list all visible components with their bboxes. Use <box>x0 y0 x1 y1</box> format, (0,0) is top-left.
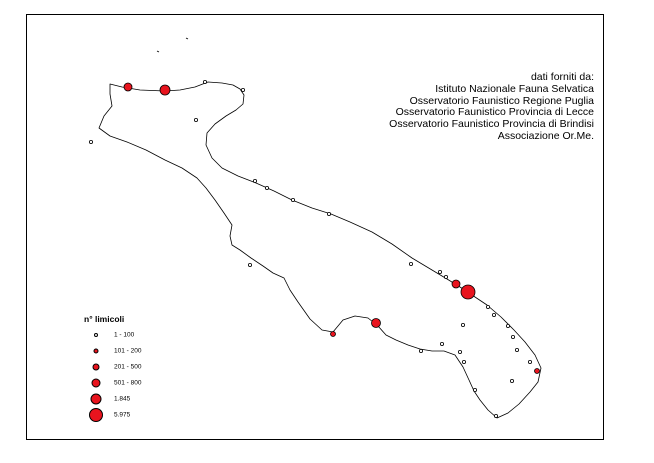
credits-heading: dati forniti da: <box>530 71 594 83</box>
survey-point <box>510 334 515 339</box>
survey-point <box>505 323 510 328</box>
survey-point <box>515 347 520 352</box>
survey-point <box>290 197 295 202</box>
survey-point-5975 <box>460 284 476 300</box>
survey-point <box>461 359 466 364</box>
legend-row: 201 - 500 <box>84 359 141 375</box>
legend-symbol <box>94 333 98 337</box>
survey-point <box>202 80 207 85</box>
survey-point <box>528 359 533 364</box>
survey-point <box>457 349 462 354</box>
legend-row: 1 - 100 <box>84 327 134 343</box>
legend-symbol <box>92 363 100 371</box>
legend-row: 101 - 200 <box>84 343 141 359</box>
survey-points-red <box>123 82 540 374</box>
survey-point <box>240 88 245 93</box>
legend-label: 201 - 500 <box>114 363 142 371</box>
survey-point <box>89 139 94 144</box>
survey-point <box>264 185 269 190</box>
survey-point-101-200 <box>534 368 540 374</box>
legend-row: 5.975 <box>84 407 130 423</box>
legend-label: 101 - 200 <box>114 347 142 355</box>
legend-row: 1.845 <box>84 391 130 407</box>
survey-point <box>252 178 257 183</box>
map-border <box>26 14 604 440</box>
survey-point <box>491 312 496 317</box>
legend-label: 1.845 <box>114 395 131 403</box>
survey-point <box>460 322 465 327</box>
survey-points-small <box>89 80 533 418</box>
survey-point-201-500 <box>451 279 461 289</box>
legend-label: 1 - 100 <box>114 331 135 339</box>
survey-point <box>509 378 514 383</box>
survey-point <box>485 304 490 309</box>
survey-point <box>493 413 498 418</box>
legend-symbol <box>89 408 103 422</box>
survey-point <box>418 348 423 353</box>
legend-label: 5.975 <box>114 411 131 419</box>
legend-symbol <box>90 393 102 405</box>
survey-point <box>326 211 331 216</box>
survey-point <box>408 261 413 266</box>
survey-point-501-800 <box>159 84 171 96</box>
survey-point-101-200 <box>330 331 336 337</box>
survey-point <box>439 341 444 346</box>
legend-title: n° limicoli <box>84 314 125 324</box>
survey-point <box>193 118 198 123</box>
survey-point <box>247 262 252 267</box>
survey-point <box>443 274 448 279</box>
island-mark <box>156 50 160 53</box>
island-mark-2 <box>185 37 189 40</box>
legend-label: 501 - 800 <box>114 379 142 387</box>
legend-symbol <box>93 348 99 354</box>
map-legend: n° limicoli 1 - 100 101 - 200 201 - 500 … <box>84 314 141 423</box>
data-credits: dati forniti da: Istituto Nazionale Faun… <box>389 71 594 143</box>
credits-source: Osservatorio Faunistico Provincia di Bri… <box>389 118 594 131</box>
credits-source: Osservatorio Faunistico Provincia di Lec… <box>395 106 594 119</box>
survey-point-201-500 <box>371 318 381 328</box>
puglia-coastline <box>98 81 542 419</box>
credits-source: Istituto Nazionale Fauna Selvatica <box>435 82 594 95</box>
legend-row: 501 - 800 <box>84 375 141 391</box>
survey-point <box>472 387 477 392</box>
credits-source: Associazione Or.Me. <box>497 129 594 142</box>
survey-point-201-500 <box>123 82 133 92</box>
survey-point <box>437 269 442 274</box>
legend-symbol <box>91 378 101 388</box>
credits-source: Osservatorio Faunistico Regione Puglia <box>409 94 594 107</box>
